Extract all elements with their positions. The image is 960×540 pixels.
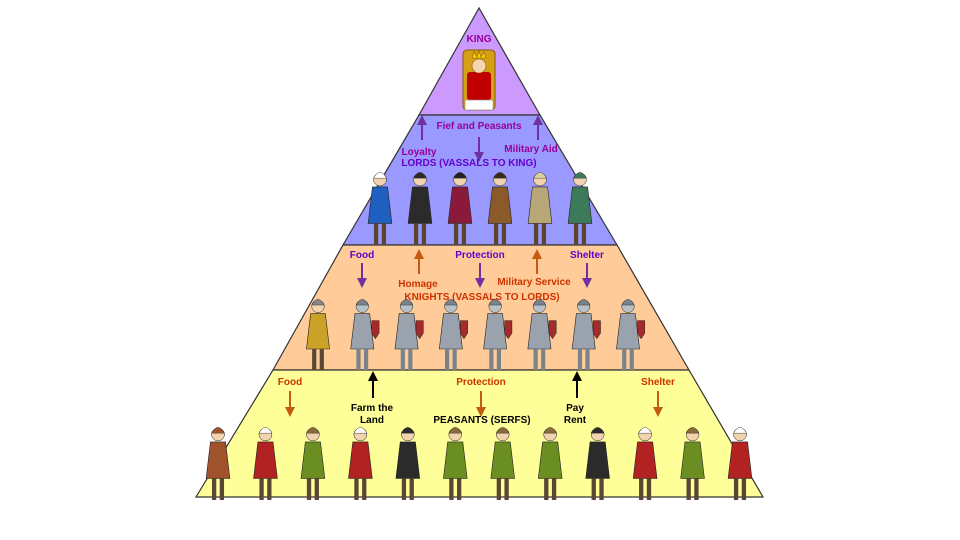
woman-figure-10	[632, 427, 658, 500]
label-military-aid: Military Aid	[504, 144, 558, 155]
label-loyalty: Loyalty	[401, 147, 436, 158]
knight-figure-3	[394, 299, 424, 370]
tier-peasants-title: PEASANTS (SERFS)	[433, 415, 530, 426]
label-shelter-bottom: Shelter	[641, 377, 675, 388]
label-food-bottom: Food	[278, 377, 302, 388]
monk-figure-9	[585, 427, 610, 500]
king-figure	[462, 49, 496, 111]
tier-knights-title: KNIGHTS (VASSALS TO LORDS)	[404, 292, 559, 303]
peasant-figure-3	[300, 427, 326, 500]
peasant-figure-11	[680, 427, 705, 500]
woman-figure-2	[253, 427, 278, 500]
tier-peasants-band	[194, 369, 765, 498]
label-shelter-top: Shelter	[570, 250, 604, 261]
peasant-figure-6	[443, 427, 468, 500]
bishop-figure-5	[527, 172, 553, 245]
knight-figure-4	[438, 299, 468, 370]
knights-figures	[306, 299, 646, 370]
peasant-figure-8	[537, 427, 563, 500]
noble-figure-3	[447, 172, 473, 245]
lords-figures	[367, 172, 593, 245]
lady-figure-1	[367, 172, 393, 245]
label-food-top: Food	[350, 250, 374, 261]
peasants-figures	[205, 427, 753, 500]
label-protection-top: Protection	[455, 250, 504, 261]
knight-figure-2	[350, 299, 380, 370]
knight-figure-6	[527, 299, 557, 370]
monk-figure-5	[395, 427, 421, 500]
label-homage: Homage	[398, 279, 438, 290]
woman-figure-12	[727, 427, 753, 500]
huntsman-figure-6	[567, 172, 593, 245]
label-fief-and-peasants: Fief and Peasants	[436, 121, 521, 132]
squire-figure-1	[306, 299, 330, 370]
knight-figure-7	[571, 299, 601, 370]
label-protection-bottom: Protection	[456, 377, 505, 388]
knight-figure-5	[483, 299, 513, 370]
peasant-figure-7	[490, 427, 515, 500]
farmer-figure-1	[205, 427, 231, 500]
monk-figure-2	[407, 172, 433, 245]
woman-figure-4	[348, 427, 373, 500]
tier-king-title: KING	[467, 34, 492, 45]
lord-figure-4	[487, 172, 513, 245]
label-military-service: Military Service	[497, 277, 571, 288]
tier-lords-title: LORDS (VASSALS TO KING)	[401, 158, 536, 169]
knight-figure-8	[616, 299, 646, 370]
